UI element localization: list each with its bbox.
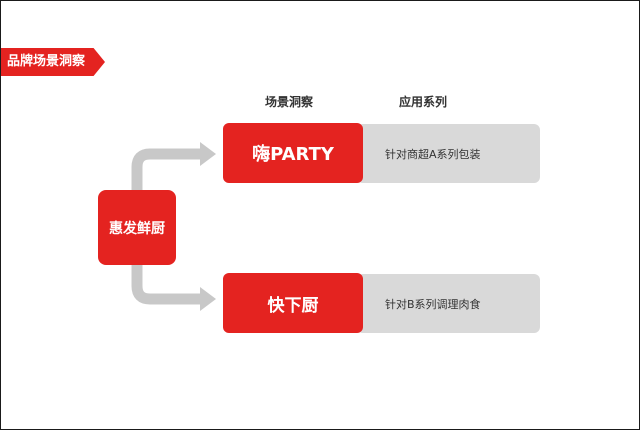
scene-box-party: 嗨PARTY <box>223 123 363 183</box>
header-application: 应用系列 <box>399 95 448 109</box>
header-scene: 场景洞察 <box>265 95 314 109</box>
application-box-quick-cook: 针对B系列调理肉食 <box>357 274 540 333</box>
scene-box-quick-cook: 快下厨 <box>223 273 363 333</box>
arrow-down-head <box>200 287 216 311</box>
arrow-down-path <box>131 265 202 305</box>
arrow-up-head <box>200 142 216 166</box>
application-box-party: 针对商超A系列包装 <box>357 124 540 183</box>
source-box: 惠发鲜厨 <box>98 190 176 265</box>
section-title-tag: 品牌场景洞察 <box>1 48 105 76</box>
arrow-up-path <box>131 148 202 190</box>
